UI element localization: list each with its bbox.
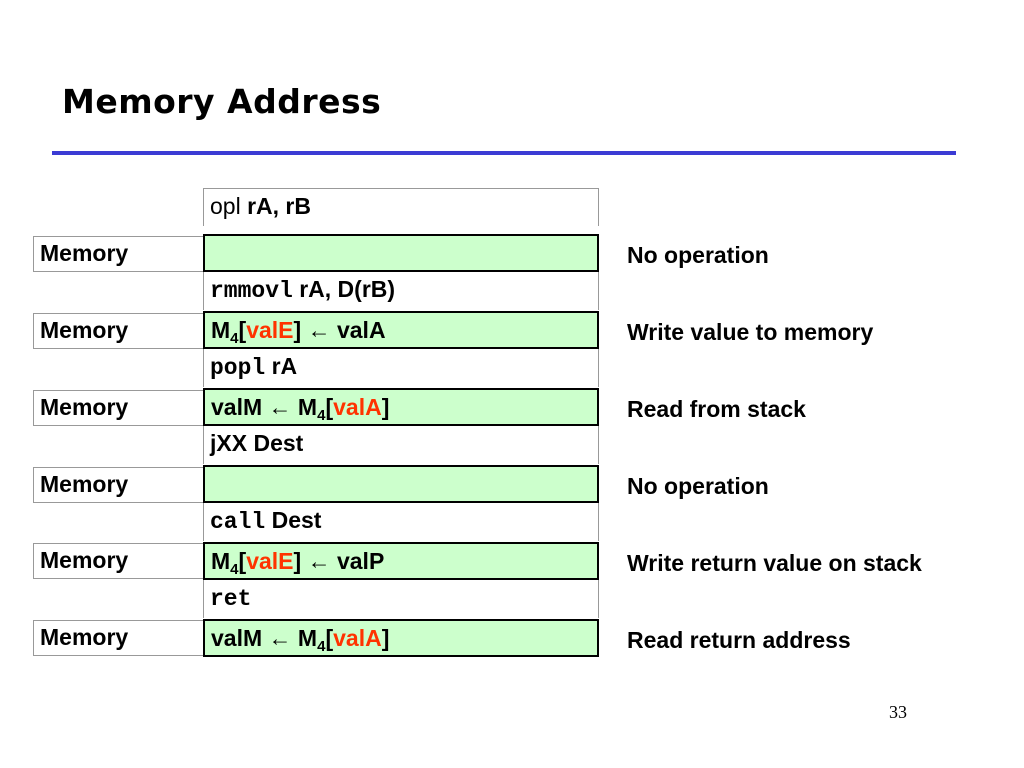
op-bracket-open: [ [325,394,334,420]
instruction-cell-jxx: jXX Dest [203,426,599,464]
stage-label: Memory [33,620,204,656]
instr-operands: jXX Dest [210,430,304,456]
instr-mnemonic: ret [210,586,252,612]
instruction-cell-call: call Dest [203,503,599,541]
op-mem: M [297,625,318,651]
op-bracket-open: [ [238,317,247,343]
memory-op-cell-popl: valM ← M4[valA] [203,388,599,426]
left-arrow-icon: ← [268,625,292,651]
memory-op-cell-opl [203,234,599,272]
instr-mnemonic: call [210,509,266,535]
instr-operands: rA, rB [247,193,311,219]
memory-op-cell-rmmovl: M4[valE] ← valA [203,311,599,349]
instr-mnemonic: rmmovl [210,278,293,304]
op-description: No operation [627,473,769,499]
slide-title: Memory Address [62,82,382,121]
instr-operands: Dest [271,507,322,533]
op-sub: 4 [230,561,239,578]
op-highlight: valE [246,317,294,343]
op-post: valP [336,548,385,574]
instr-operands: rA, D(rB) [299,276,396,302]
op-bracket-open: [ [238,548,247,574]
op-sub: 4 [230,330,239,347]
op-description: Write return value on stack [627,550,922,576]
op-bracket-close: ] [381,625,390,651]
memory-op-cell-ret: valM ← M4[valA] [203,619,599,657]
op-sub: 4 [317,638,326,655]
left-arrow-icon: ← [268,394,292,420]
op-description: Write value to memory [627,319,874,345]
instr-mnemonic: popl [210,355,266,381]
instr-operands: rA [271,353,298,379]
instr-plain: opl [210,193,241,219]
op-mem: M [211,548,231,574]
left-arrow-icon: ← [307,317,331,343]
stage-label: Memory [33,236,204,272]
op-bracket-close: ] [293,548,302,574]
op-highlight: valA [333,625,382,651]
stage-label: Memory [33,390,204,426]
op-description: Read return address [627,627,851,653]
page-number: 33 [889,702,907,722]
op-mem: M [297,394,318,420]
op-description: Read from stack [627,396,806,422]
instruction-cell-rmmovl: rmmovl rA, D(rB) [203,272,599,310]
instruction-cell-ret: ret [203,580,599,618]
op-mem: M [211,317,231,343]
stage-label: Memory [33,467,204,503]
instruction-cell-opl: opl rA, rB [203,188,599,226]
stage-label: Memory [33,313,204,349]
op-bracket-close: ] [381,394,390,420]
memory-op-cell-call: M4[valE] ← valP [203,542,599,580]
instruction-cell-popl: popl rA [203,349,599,387]
op-highlight: valE [246,548,294,574]
stage-label: Memory [33,543,204,579]
title-underline [52,151,956,155]
op-post: valA [336,317,386,343]
left-arrow-icon: ← [307,548,331,574]
op-pre: valM [211,625,269,651]
op-bracket-close: ] [293,317,302,343]
op-description: No operation [627,242,769,268]
op-bracket-open: [ [325,625,334,651]
memory-op-cell-jxx [203,465,599,503]
op-pre: valM [211,394,269,420]
op-sub: 4 [317,407,326,424]
op-highlight: valA [333,394,382,420]
